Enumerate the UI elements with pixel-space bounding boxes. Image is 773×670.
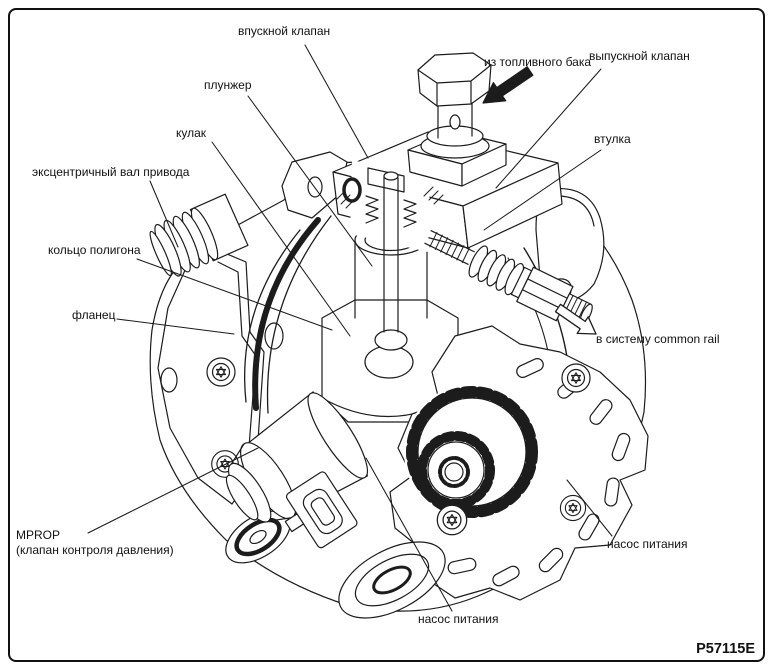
label-feed-pump-right: насос питания — [607, 537, 688, 551]
outlet-flow-arrow-icon — [554, 303, 597, 335]
label-outlet-valve: выпускной клапан — [589, 49, 690, 63]
label-feed-pump-bottom: насос питания — [418, 612, 499, 626]
figure-border — [8, 8, 765, 662]
label-polygon-ring: кольцо полигона — [48, 243, 141, 257]
mprop-connector — [284, 471, 358, 549]
label-mprop-title: MPROP — [16, 528, 61, 542]
label-from-fuel-tank: из топливного бака — [484, 55, 592, 69]
label-plunger: плунжер — [204, 78, 252, 92]
inlet-bolt — [407, 52, 507, 187]
figure-code: P57115E — [696, 641, 755, 657]
label-flange: фланец — [72, 308, 116, 322]
label-intake-valve: впускной клапан — [238, 24, 331, 38]
leader-lines — [87, 44, 613, 612]
label-mprop: MPROP (клапан контроля давления) — [16, 528, 174, 558]
inlet-flow-arrow-icon — [482, 66, 534, 104]
label-bushing: втулка — [594, 132, 631, 146]
drive-flange — [157, 245, 265, 505]
bottom-boss — [225, 510, 446, 619]
mprop-valve — [225, 391, 369, 549]
label-to-common-rail: в систему common rail — [596, 332, 720, 346]
plunger-barrel — [321, 224, 459, 423]
feed-pump-gears — [404, 363, 591, 536]
eccentric-shaft — [149, 193, 249, 277]
label-eccentric-shaft: эксцентричный вал привода — [32, 165, 190, 179]
label-mprop-sub: (клапан контроля давления) — [16, 543, 174, 557]
label-cam: кулак — [176, 126, 207, 140]
